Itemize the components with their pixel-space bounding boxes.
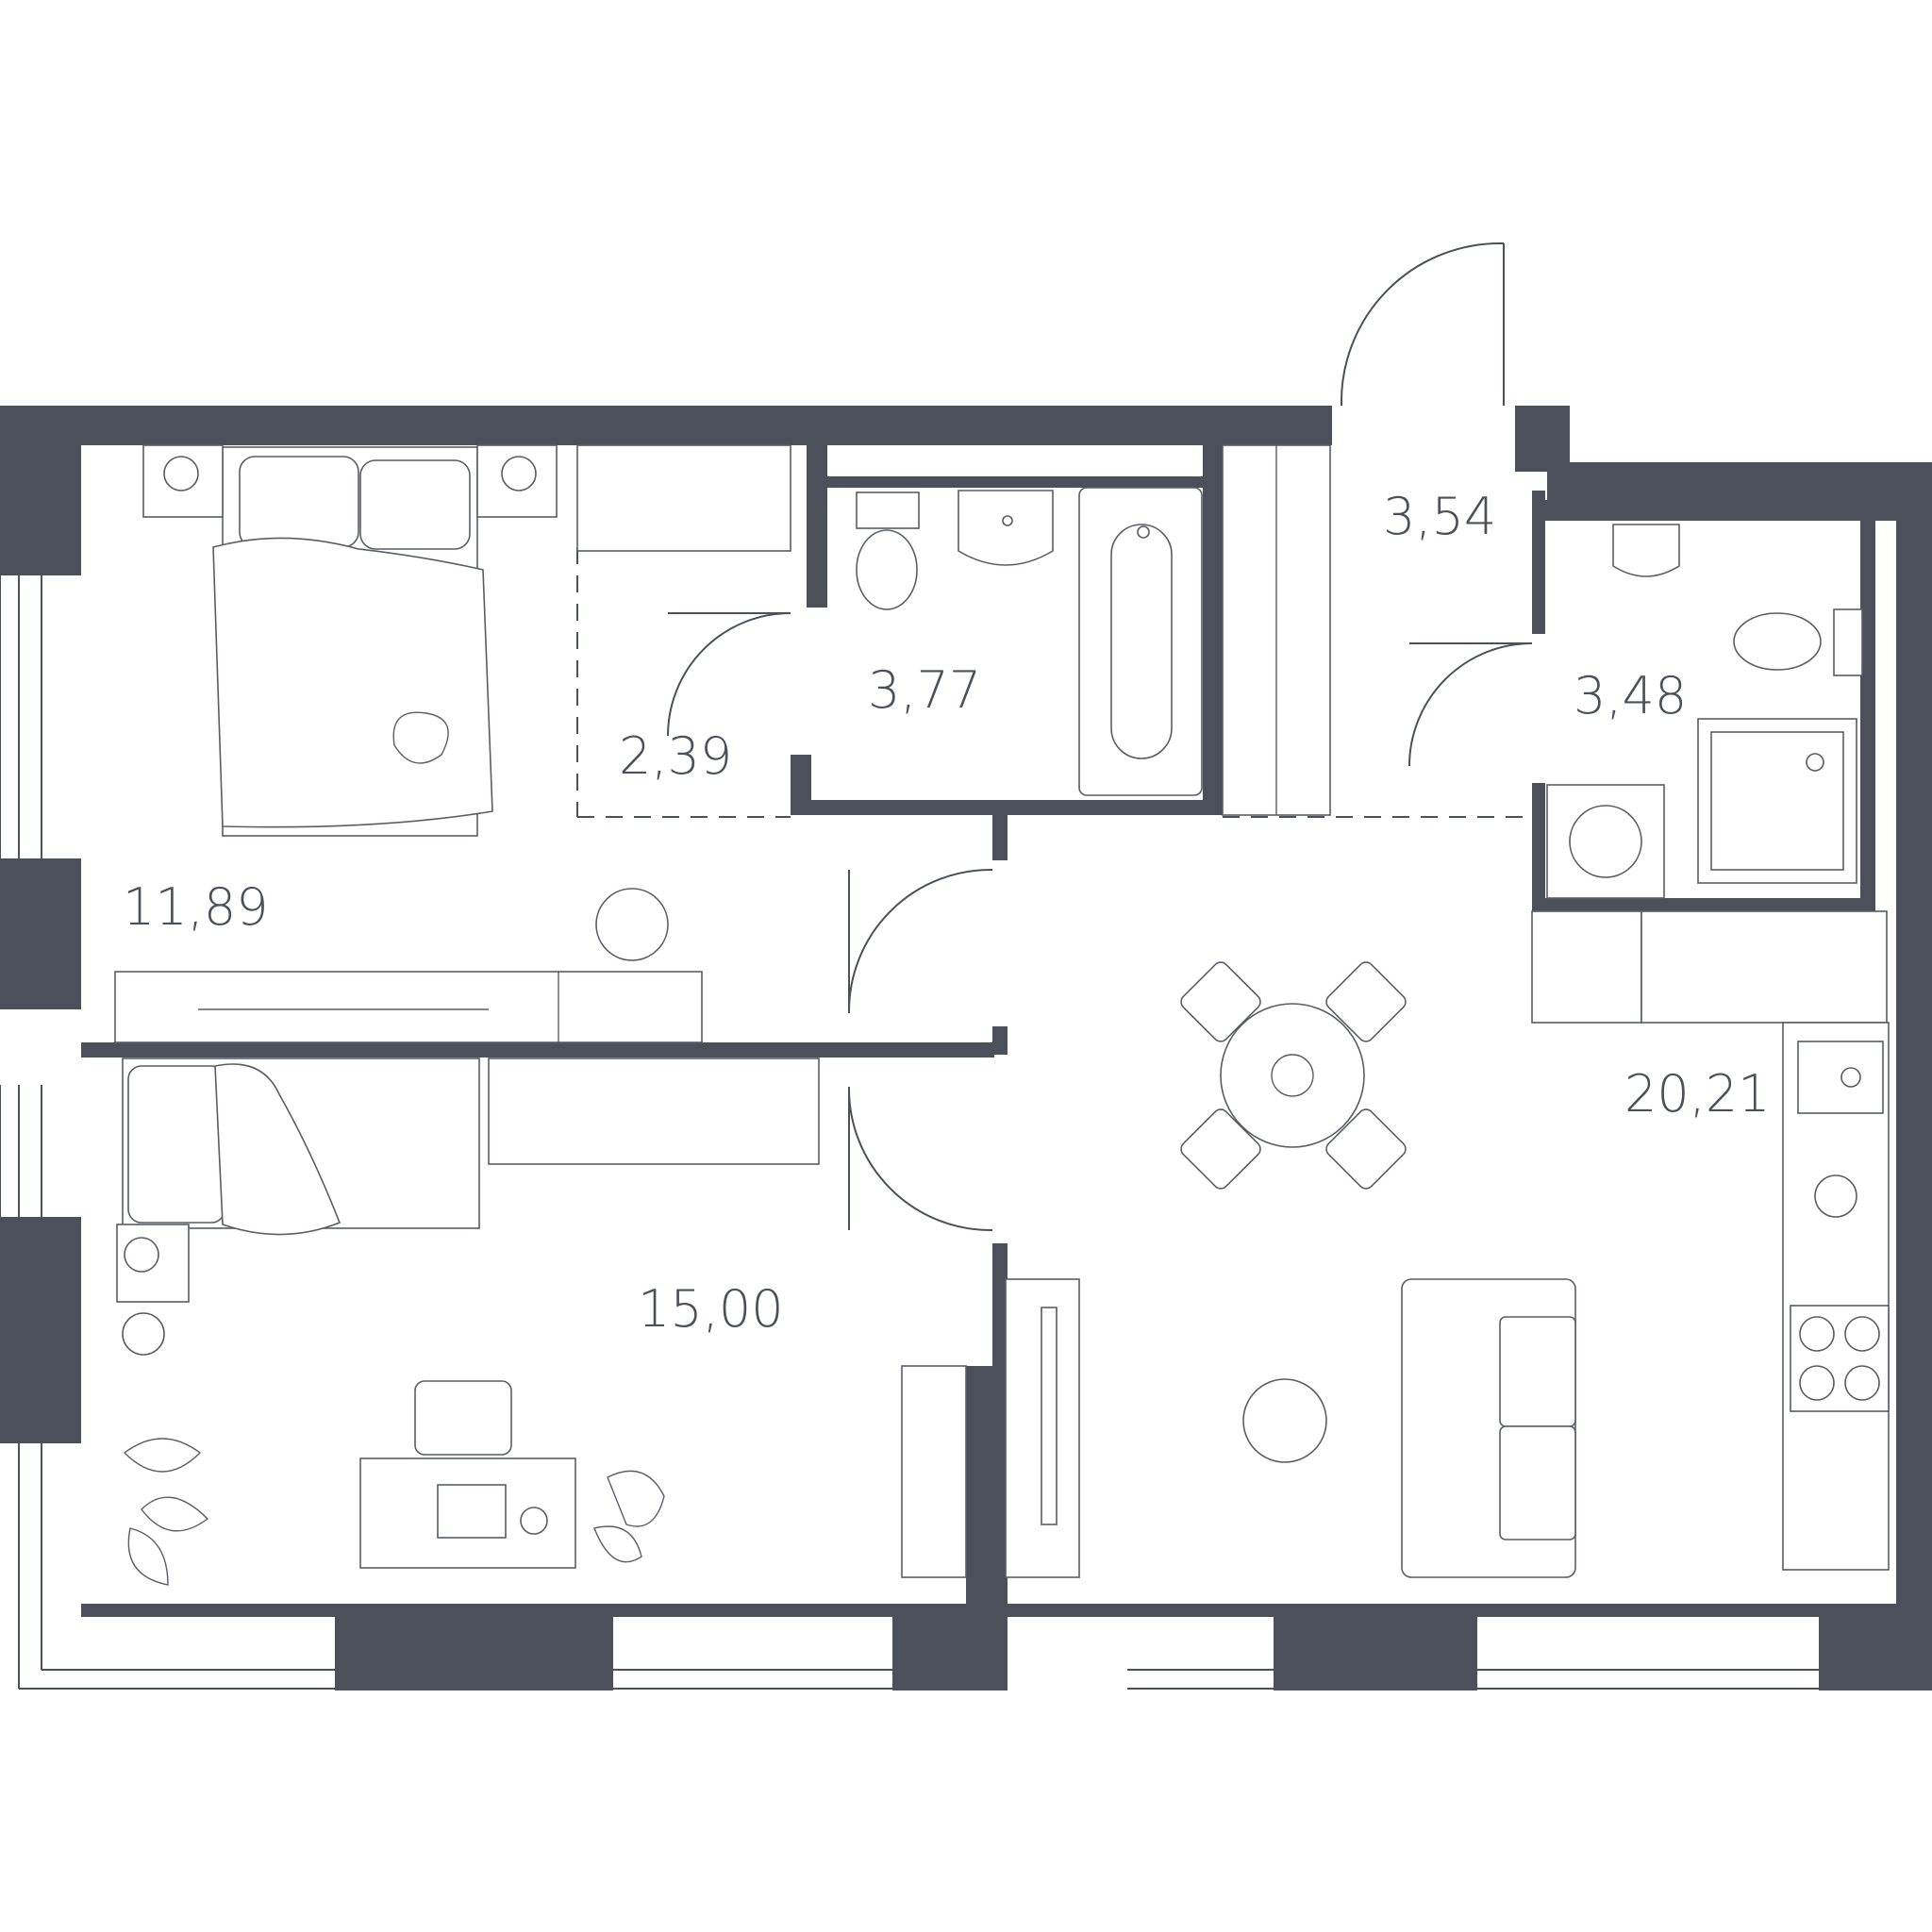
- walls: [0, 406, 1932, 1690]
- lamp-icon: [163, 456, 199, 491]
- kids-shelf: [488, 1058, 820, 1165]
- area-hallway: 3,54: [1383, 487, 1496, 546]
- area-labels: 11,89 2,39 3,77 3,54 3,48 15,00 20,21: [123, 487, 1771, 1339]
- kids-chair: [414, 1380, 512, 1456]
- coffee-table: [1242, 1378, 1327, 1463]
- kitchen-sink: [1797, 1041, 1884, 1114]
- area-wardrobe: 2,39: [619, 726, 732, 786]
- stool: [595, 888, 669, 961]
- wardrobe-bedroom: [576, 444, 791, 552]
- dresser: [114, 971, 703, 1043]
- flowers-icon: [1271, 1054, 1314, 1097]
- dining-chairs: [1180, 961, 1407, 1190]
- ball-icon: [122, 1312, 165, 1356]
- tv: [1041, 1307, 1058, 1525]
- windows: [0, 575, 1819, 1690]
- kids-cabinet: [901, 1365, 967, 1578]
- fridge: [1531, 910, 1642, 1024]
- furniture: [114, 444, 1890, 1586]
- area-kids-room: 15,00: [638, 1279, 784, 1339]
- cat-icon: [392, 711, 449, 764]
- rollerskates-icon: [593, 1470, 665, 1563]
- shower-toilet: [1833, 608, 1863, 676]
- area-bedroom: 11,89: [123, 877, 269, 937]
- area-bathroom: 3,77: [868, 660, 981, 720]
- faucet-icon: [1814, 1174, 1857, 1218]
- shower-sink: [1612, 524, 1680, 577]
- bath-toilet: [856, 491, 920, 529]
- area-shower-room: 3,48: [1574, 666, 1687, 725]
- zone-boundaries: [576, 547, 1532, 818]
- doors: [667, 242, 1533, 1232]
- laptop: [437, 1484, 507, 1539]
- plant-icon: [123, 1438, 209, 1586]
- dining-table: [1220, 1003, 1365, 1148]
- bath-sink: [958, 490, 1054, 566]
- area-kitchen-living: 20,21: [1624, 1064, 1771, 1124]
